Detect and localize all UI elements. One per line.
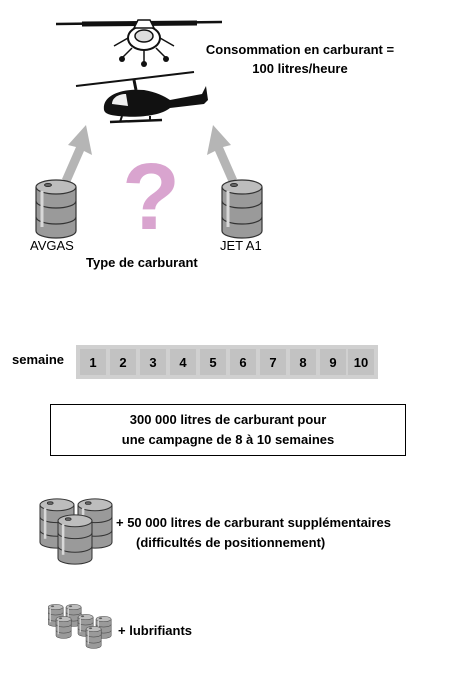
avgas-barrel-icon	[35, 178, 77, 240]
extra-fuel-label: + 50 000 litres de carburant supplémenta…	[116, 513, 446, 553]
question-mark: ?	[122, 144, 181, 250]
avgas-label: AVGAS	[30, 238, 74, 253]
campaign-line2: une campagne de 8 à 10 semaines	[121, 432, 335, 447]
extra-fuel-line1: + 50 000 litres de carburant supplémenta…	[116, 515, 391, 530]
right-arrow-icon	[207, 125, 237, 183]
helicopter-icon	[75, 71, 208, 124]
extra-fuel-barrels-icon	[38, 497, 114, 566]
lubricant-barrels-icon	[48, 604, 112, 649]
week-cell-6: 6	[230, 349, 256, 375]
week-cell-7: 7	[260, 349, 286, 375]
week-cell-3: 3	[140, 349, 166, 375]
extra-fuel-line2: (difficultés de positionnement)	[136, 535, 326, 550]
airplane-icon	[55, 19, 223, 67]
week-cell-9: 9	[320, 349, 346, 375]
week-strip: 1 2 3 4 5 6 7 8 9 10	[76, 345, 378, 379]
week-cell-5: 5	[200, 349, 226, 375]
campaign-box: 300 000 litres de carburant pour une cam…	[50, 404, 406, 456]
jet-a1-barrel-icon	[221, 178, 263, 240]
consumption-label: Consommation en carburant = 100 litres/h…	[180, 40, 420, 78]
lubricants-label: + lubrifiants	[118, 623, 193, 638]
consumption-line2: 100 litres/heure	[252, 61, 348, 76]
campaign-line1: 300 000 litres de carburant pour	[129, 412, 327, 427]
fuel-type-label: Type de carburant	[86, 255, 198, 270]
left-arrow-icon	[62, 125, 92, 183]
week-cell-10: 10	[348, 349, 374, 375]
week-label: semaine	[12, 352, 65, 367]
jet-a1-label: JET A1	[220, 238, 262, 253]
consumption-line1: Consommation en carburant =	[205, 42, 395, 57]
week-cell-2: 2	[110, 349, 136, 375]
week-cell-8: 8	[290, 349, 316, 375]
week-cell-4: 4	[170, 349, 196, 375]
week-cell-1: 1	[80, 349, 106, 375]
